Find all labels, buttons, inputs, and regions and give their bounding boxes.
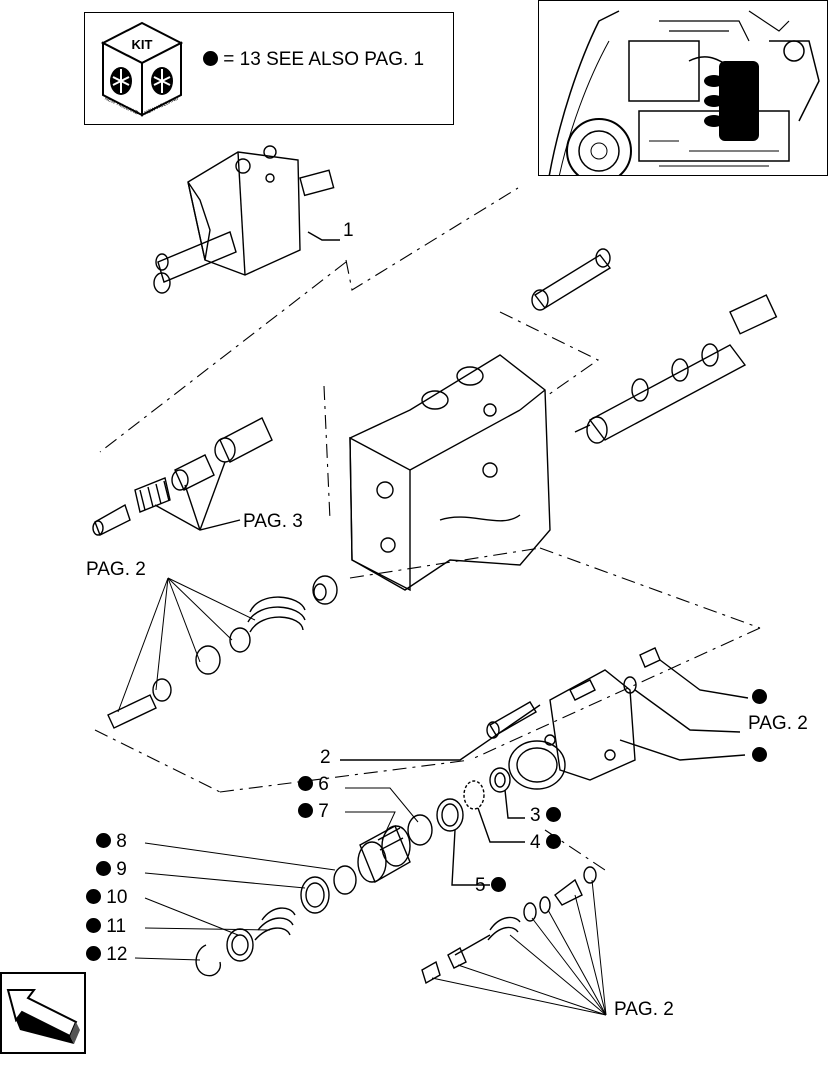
callout-9-text: 9 bbox=[116, 859, 127, 880]
callout-8: 8 bbox=[96, 832, 127, 852]
callout-10-text: 10 bbox=[106, 887, 128, 908]
ring-part-5 bbox=[436, 798, 464, 832]
callout-12: 12 bbox=[86, 945, 127, 965]
callout-11: 11 bbox=[86, 917, 126, 937]
small-upper-spool bbox=[531, 248, 612, 311]
piston-part-7 bbox=[357, 825, 411, 884]
callout-pag2-right: PAG. 2 bbox=[748, 713, 808, 734]
callout-pag3: PAG. 3 bbox=[243, 511, 303, 532]
ring-part-4 bbox=[463, 780, 485, 810]
callout-1: 1 bbox=[343, 220, 354, 241]
kit-dot-icon bbox=[752, 689, 767, 704]
kit-dot-icon bbox=[203, 51, 218, 66]
kit-dot-icon bbox=[298, 776, 313, 791]
valve-assembly-part-1 bbox=[153, 145, 335, 294]
callout-12-text: 12 bbox=[106, 944, 128, 965]
kit-dot-icon bbox=[545, 834, 561, 849]
callout-2: 2 bbox=[320, 747, 331, 768]
right-lower-stack bbox=[421, 866, 597, 985]
callout-7-text: 7 bbox=[318, 801, 329, 822]
kit-cube-icon: KIT NEW HOLLAND NEW HOLLAND bbox=[100, 21, 184, 117]
washer-part-3 bbox=[489, 767, 511, 793]
snap-ring-part-12 bbox=[195, 944, 222, 977]
callout-4: 4 bbox=[530, 833, 561, 853]
callout-kit-dot-top bbox=[752, 688, 767, 708]
location-photo bbox=[538, 0, 828, 176]
oring-part-8 bbox=[333, 865, 357, 895]
upper-spool bbox=[574, 294, 778, 444]
kit-dot-icon bbox=[86, 946, 101, 961]
callout-10: 10 bbox=[86, 888, 127, 908]
kit-dot-icon bbox=[86, 918, 101, 933]
cup-part-10 bbox=[226, 928, 254, 962]
spring-part-11 bbox=[254, 907, 296, 941]
kit-dot-icon bbox=[96, 833, 111, 848]
callout-pag2-bottom: PAG. 2 bbox=[614, 999, 674, 1020]
callout-kit-dot-mid bbox=[752, 746, 767, 766]
callout-pag2-left: PAG. 2 bbox=[86, 559, 146, 580]
callout-6: 6 bbox=[298, 775, 329, 795]
oring-part-6 bbox=[407, 814, 433, 846]
callout-6-text: 6 bbox=[318, 774, 329, 795]
kit-dot-icon bbox=[545, 807, 561, 822]
callout-9: 9 bbox=[96, 860, 127, 880]
kit-dot-icon bbox=[752, 747, 767, 762]
screw-part-2 bbox=[486, 701, 537, 739]
left-lower-stack bbox=[107, 575, 338, 729]
callout-5: 5 bbox=[475, 876, 506, 896]
washer-part-9 bbox=[300, 876, 330, 914]
callout-11-text: 11 bbox=[106, 916, 127, 937]
kit-dot-icon bbox=[298, 803, 313, 818]
right-housing bbox=[508, 647, 661, 790]
tractor-location-illustration bbox=[539, 1, 827, 175]
kit-badge-text: KIT bbox=[132, 37, 153, 52]
callout-8-text: 8 bbox=[116, 831, 127, 852]
main-valve-body bbox=[349, 354, 551, 592]
callout-5-text: 5 bbox=[475, 875, 486, 896]
kit-note: = 13 SEE ALSO PAG. 1 bbox=[203, 50, 424, 70]
callout-7: 7 bbox=[298, 802, 329, 822]
kit-note-text: = 13 SEE ALSO PAG. 1 bbox=[223, 49, 425, 70]
kit-legend-box: KIT NEW HOLLAND NEW HOLLAND = 13 SEE ALS… bbox=[84, 12, 454, 125]
callout-3-text: 3 bbox=[530, 805, 541, 826]
callout-3: 3 bbox=[530, 806, 561, 826]
kit-dot-icon bbox=[86, 889, 101, 904]
kit-dot-icon bbox=[96, 861, 111, 876]
kit-dot-icon bbox=[490, 877, 506, 892]
callout-4-text: 4 bbox=[530, 832, 541, 853]
back-arrow-icon[interactable] bbox=[0, 972, 86, 1054]
